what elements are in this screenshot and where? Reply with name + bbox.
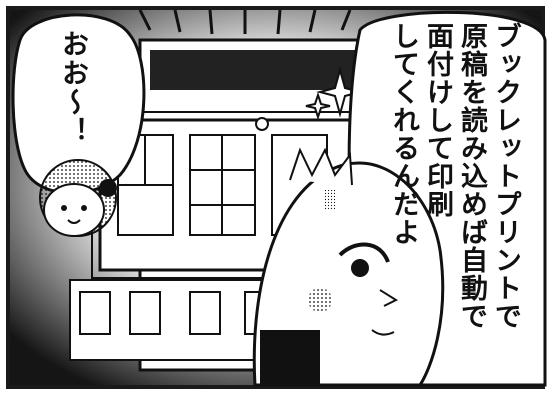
main-speech-text: ブックレットプリントで 原稿を読み込めば自動で 面付けして印刷 してくれるんだよ bbox=[382, 22, 522, 362]
main-speech-line-3: 面付けして印刷 bbox=[422, 22, 453, 218]
main-speech-line-4: してくれるんだよ bbox=[388, 22, 419, 246]
emphasis-lines bbox=[138, 9, 352, 35]
main-speech-line-1: ブックレットプリントで bbox=[490, 22, 521, 330]
sparkle-icons bbox=[305, 66, 364, 121]
side-speech-text: おお〜！ bbox=[57, 30, 88, 146]
main-character bbox=[252, 147, 445, 387]
side-speech-bubble bbox=[11, 13, 146, 195]
main-speech-line-2: 原稿を読み込めば自動で bbox=[456, 22, 487, 330]
small-character bbox=[39, 159, 117, 237]
